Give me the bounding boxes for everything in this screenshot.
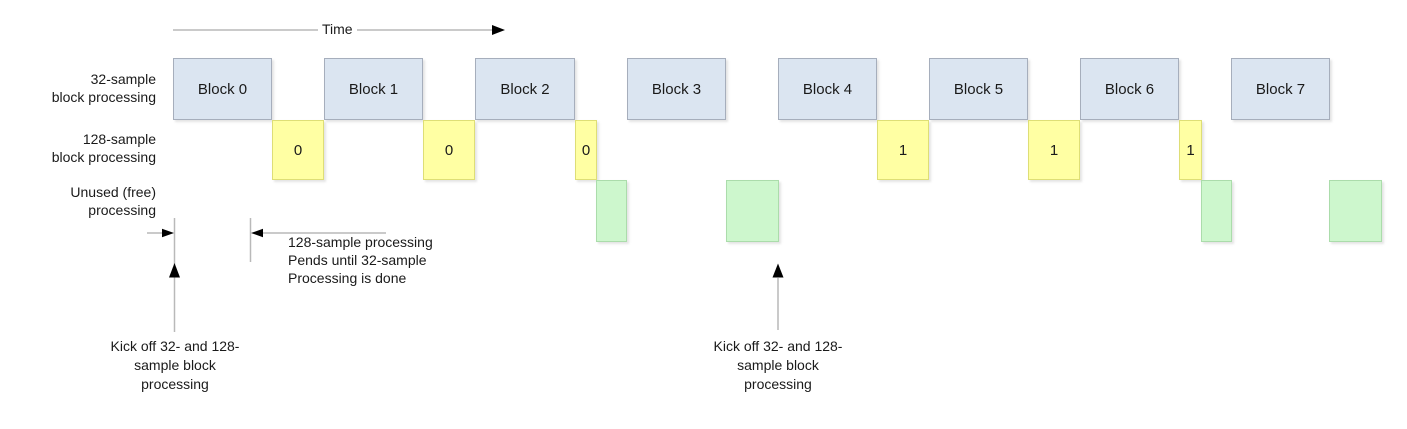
kickoff-note-2: Kick off 32- and 128- sample block proce… <box>713 338 843 392</box>
row-label-unused-free: Unused (free) processing <box>70 184 156 218</box>
block-32-b2: Block 2 <box>475 58 575 120</box>
kickoff-2-up-arrowhead-icon <box>772 263 784 278</box>
row-label-128-sample: 128-sample block processing <box>51 131 156 165</box>
block-free-g4 <box>1329 180 1382 242</box>
block-32-b6: Block 6 <box>1080 58 1179 120</box>
pend-dim-left-arrowhead-icon <box>251 228 263 238</box>
block-128-y0a: 0 <box>272 120 324 180</box>
pend-note: 128-sample processing Pends until 32-sam… <box>288 234 433 286</box>
block-128-y0b: 0 <box>423 120 475 180</box>
block-128-y0c: 0 <box>575 120 597 180</box>
block-128-y1a: 1 <box>877 120 929 180</box>
pend-dim-right-arrowhead-icon <box>162 228 174 238</box>
block-32-b5: Block 5 <box>929 58 1028 120</box>
row-label-32-sample: 32-sample block processing <box>51 71 156 105</box>
block-32-b4: Block 4 <box>778 58 877 120</box>
block-free-g2 <box>726 180 779 242</box>
kickoff-1-up-arrowhead-icon <box>169 263 180 278</box>
block-32-b3: Block 3 <box>627 58 726 120</box>
block-128-y1c: 1 <box>1179 120 1202 180</box>
block-32-b1: Block 1 <box>324 58 423 120</box>
time-axis-label: Time <box>318 21 357 37</box>
block-free-g1 <box>596 180 627 242</box>
block-32-b7: Block 7 <box>1231 58 1330 120</box>
block-128-y1b: 1 <box>1028 120 1080 180</box>
block-32-b0: Block 0 <box>173 58 272 120</box>
block-free-g3 <box>1201 180 1232 242</box>
time-axis-arrowhead-icon <box>492 25 505 35</box>
kickoff-note-1: Kick off 32- and 128- sample block proce… <box>110 338 240 392</box>
